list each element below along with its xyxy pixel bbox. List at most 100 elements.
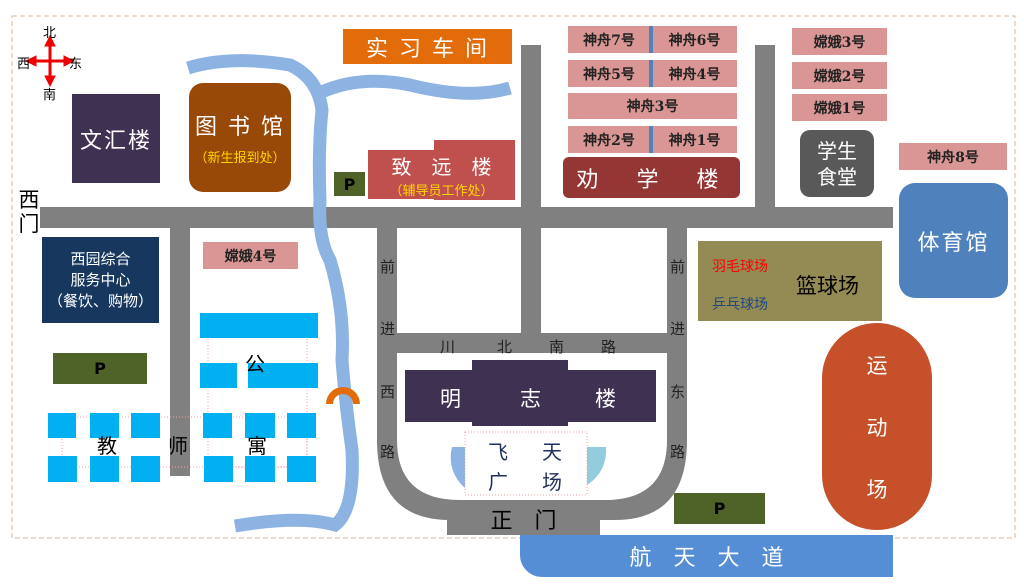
mingzhi-building[interactable] xyxy=(405,370,656,422)
road-label: 前 xyxy=(380,258,396,276)
road-label: 西 xyxy=(380,383,396,401)
plaza-outline xyxy=(464,431,588,496)
shenzhou-7[interactable]: 神舟7号 xyxy=(568,26,650,53)
quanxue-building[interactable]: 劝 学 楼 xyxy=(563,157,740,198)
roads xyxy=(40,45,893,535)
north-road xyxy=(521,45,541,335)
compass-east: 东 xyxy=(69,57,83,72)
parking-1[interactable]: P xyxy=(334,172,365,196)
road-label: 路 xyxy=(380,443,396,461)
service-label-2: 服务中心 xyxy=(70,270,131,289)
road-label: 进 xyxy=(380,320,396,338)
badminton-court: 羽毛球场 xyxy=(712,259,768,275)
stadium-label: 场 xyxy=(866,477,888,502)
main-gate[interactable]: 正 门 xyxy=(490,509,557,534)
shenzhou-5[interactable]: 神舟5号 xyxy=(568,60,650,87)
zhiyuan-note: （辅导员工作处） xyxy=(389,183,494,199)
apartment-block xyxy=(90,413,119,438)
zhiyuan-building[interactable]: 致 远 楼 （辅导员工作处） xyxy=(368,150,515,199)
stadium-label: 动 xyxy=(866,415,888,440)
canteen-label-1: 学生 xyxy=(817,138,857,163)
parking-2[interactable]: P xyxy=(53,353,147,384)
west-service-center[interactable]: 西园综合 服务中心 （餐饮、购物） xyxy=(42,237,159,323)
basketball-court: 篮球场 xyxy=(796,274,859,298)
stadium[interactable]: 运 动 场 xyxy=(822,323,932,530)
plaza-left-fountain xyxy=(450,447,465,488)
west-gate-label-1: 西 xyxy=(18,188,40,212)
shenzhou-4[interactable]: 神舟4号 xyxy=(652,60,737,87)
road-label: 川 xyxy=(440,338,456,356)
west-gate-label-2: 门 xyxy=(18,212,40,236)
apartment-block xyxy=(203,413,232,438)
compass-south: 南 xyxy=(43,88,57,103)
apartment-block xyxy=(200,363,237,388)
apartment-block xyxy=(131,456,160,482)
plaza-label: 场 xyxy=(542,470,562,494)
sports-courts[interactable] xyxy=(698,241,882,321)
apartment-block xyxy=(200,313,318,338)
divider xyxy=(649,60,653,87)
mingzhi-label: 楼 xyxy=(595,387,616,411)
bridge-icon xyxy=(326,387,360,404)
service-label-1: 西园综合 xyxy=(70,249,131,268)
shenzhou-6[interactable]: 神舟6号 xyxy=(652,26,737,53)
gym[interactable]: 体育馆 xyxy=(899,183,1008,298)
main-road xyxy=(40,207,893,228)
apartment-block xyxy=(48,413,76,438)
library-label: 图 书 馆 xyxy=(195,115,285,140)
pingpong-court: 乒乓球场 xyxy=(712,297,768,313)
mingzhi-label: 志 xyxy=(520,387,541,411)
chuanbei-road xyxy=(397,333,667,353)
loop-road xyxy=(377,228,687,535)
apartment-block xyxy=(90,456,119,482)
apt-label-gong: 公 xyxy=(245,352,265,376)
road-label: 路 xyxy=(670,443,686,461)
change-2[interactable]: 嫦娥2号 xyxy=(792,62,887,89)
mingzhi-label: 明 xyxy=(440,387,461,411)
compass-north: 北 xyxy=(43,26,57,41)
apartment-block xyxy=(245,456,275,482)
change-4[interactable]: 嫦娥4号 xyxy=(203,242,298,269)
library[interactable]: 图 书 馆 （新生报到处） xyxy=(189,83,291,192)
apt-label-shi: 师 xyxy=(168,434,188,458)
parking-3[interactable]: P xyxy=(674,493,765,524)
apartment-block xyxy=(48,456,77,482)
apartment-block xyxy=(245,413,275,438)
service-label-3: （餐饮、购物） xyxy=(47,291,153,310)
road-label: 东 xyxy=(670,383,686,401)
compass-west: 西 xyxy=(17,57,31,72)
apartment-block xyxy=(287,456,316,482)
apartment-block xyxy=(287,413,316,438)
apt-label-yu: 寓 xyxy=(247,434,267,458)
compass-icon xyxy=(24,34,76,88)
shenzhou-3[interactable]: 神舟3号 xyxy=(568,93,737,119)
apt-label-jiao: 教 xyxy=(97,434,117,458)
zhiyuan-label: 致 远 楼 xyxy=(391,154,492,179)
divider xyxy=(649,126,653,153)
west-road xyxy=(170,228,190,476)
workshop[interactable]: 实 习 车 间 xyxy=(343,29,512,64)
canteen[interactable]: 学生 食堂 xyxy=(800,130,874,197)
plaza-label: 天 xyxy=(542,440,562,464)
divider xyxy=(649,26,653,53)
hangtian-avenue[interactable]: 航 天 大 道 xyxy=(520,535,893,577)
road-label: 路 xyxy=(601,338,617,356)
shenzhou-8[interactable]: 神舟8号 xyxy=(899,143,1007,170)
change-3[interactable]: 嫦娥3号 xyxy=(792,28,887,55)
canteen-label-2: 食堂 xyxy=(817,164,857,189)
apartment-block xyxy=(248,363,318,388)
plaza-right-fountain xyxy=(587,447,607,485)
west-gate[interactable]: 西 门 xyxy=(16,188,42,236)
plaza-label: 飞 xyxy=(488,440,508,464)
shenzhou-1[interactable]: 神舟1号 xyxy=(652,126,737,153)
library-note: （新生报到处） xyxy=(194,151,286,166)
road-label: 南 xyxy=(549,338,565,356)
apartment-block xyxy=(204,456,233,482)
shenzhou-2[interactable]: 神舟2号 xyxy=(568,126,650,153)
campus-border xyxy=(11,15,1016,539)
plaza-label: 广 xyxy=(488,470,508,494)
wenhui-building[interactable]: 文汇楼 xyxy=(72,94,160,183)
road-label: 前 xyxy=(670,258,686,276)
apartment-block xyxy=(131,413,160,438)
change-1[interactable]: 嫦娥1号 xyxy=(792,94,887,121)
